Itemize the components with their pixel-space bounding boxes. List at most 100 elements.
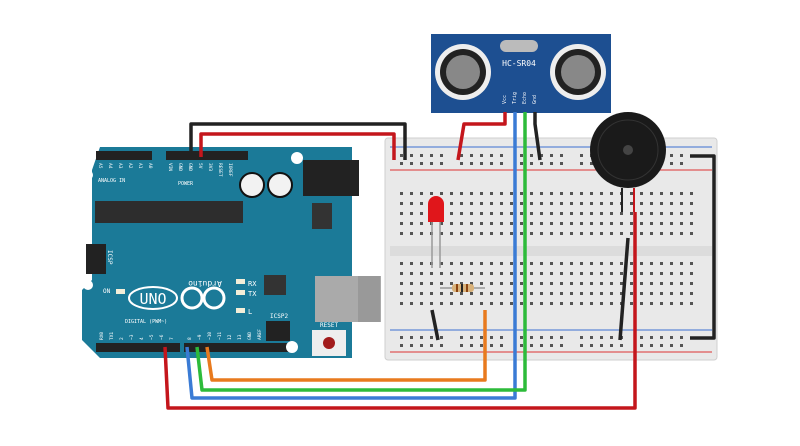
breadboard-hole[interactable] [540,262,543,265]
breadboard-hole[interactable] [610,262,613,265]
breadboard-hole[interactable] [680,222,683,225]
breadboard-hole[interactable] [650,292,653,295]
breadboard-hole[interactable] [410,202,413,205]
breadboard-hole[interactable] [420,232,423,235]
breadboard-hole[interactable] [690,272,693,275]
breadboard-hole[interactable] [560,222,563,225]
breadboard-hole[interactable] [460,212,463,215]
breadboard-hole[interactable] [500,162,503,165]
breadboard-hole[interactable] [590,336,593,339]
breadboard-hole[interactable] [680,336,683,339]
breadboard-hole[interactable] [530,282,533,285]
breadboard-hole[interactable] [600,232,603,235]
breadboard-hole[interactable] [560,282,563,285]
breadboard-hole[interactable] [480,262,483,265]
breadboard-hole[interactable] [460,192,463,195]
breadboard-hole[interactable] [680,302,683,305]
breadboard-hole[interactable] [580,336,583,339]
breadboard-hole[interactable] [570,262,573,265]
breadboard-hole[interactable] [490,202,493,205]
breadboard-hole[interactable] [680,282,683,285]
breadboard-hole[interactable] [620,232,623,235]
breadboard-hole[interactable] [500,212,503,215]
breadboard-hole[interactable] [550,212,553,215]
breadboard-hole[interactable] [610,232,613,235]
breadboard-hole[interactable] [600,202,603,205]
breadboard-hole[interactable] [670,162,673,165]
breadboard-hole[interactable] [590,202,593,205]
breadboard-hole[interactable] [530,292,533,295]
breadboard-hole[interactable] [560,232,563,235]
breadboard-hole[interactable] [500,222,503,225]
breadboard-hole[interactable] [540,222,543,225]
breadboard-hole[interactable] [660,192,663,195]
breadboard-hole[interactable] [680,344,683,347]
wire-black-sensor-gnd[interactable] [533,112,542,161]
breadboard-hole[interactable] [510,302,513,305]
breadboard-hole[interactable] [550,302,553,305]
breadboard-hole[interactable] [690,232,693,235]
breadboard-hole[interactable] [490,272,493,275]
breadboard-hole[interactable] [550,272,553,275]
breadboard-hole[interactable] [490,192,493,195]
breadboard-hole[interactable] [440,222,443,225]
breadboard-hole[interactable] [530,344,533,347]
breadboard-hole[interactable] [460,272,463,275]
breadboard-hole[interactable] [550,262,553,265]
breadboard-hole[interactable] [670,212,673,215]
breadboard-hole[interactable] [520,212,523,215]
wire-black-led-gnd[interactable] [430,309,440,341]
breadboard-hole[interactable] [590,282,593,285]
breadboard-hole[interactable] [500,192,503,195]
breadboard-hole[interactable] [610,202,613,205]
wire-black-buzzer-gnd[interactable] [618,237,630,341]
breadboard-hole[interactable] [640,262,643,265]
breadboard-hole[interactable] [440,262,443,265]
wire-red-5v[interactable] [199,132,396,160]
breadboard-hole[interactable] [430,282,433,285]
breadboard-hole[interactable] [650,344,653,347]
breadboard-hole[interactable] [560,344,563,347]
breadboard-hole[interactable] [580,282,583,285]
breadboard-hole[interactable] [460,336,463,339]
breadboard-hole[interactable] [460,232,463,235]
breadboard-hole[interactable] [540,272,543,275]
breadboard-hole[interactable] [500,202,503,205]
breadboard-hole[interactable] [680,212,683,215]
breadboard-hole[interactable] [670,192,673,195]
wire-red-buzzer[interactable] [163,212,637,410]
breadboard-hole[interactable] [650,202,653,205]
breadboard-hole[interactable] [610,272,613,275]
breadboard-hole[interactable] [590,222,593,225]
breadboard-hole[interactable] [470,162,473,165]
breadboard-hole[interactable] [550,232,553,235]
breadboard-hole[interactable] [420,162,423,165]
breadboard-hole[interactable] [580,192,583,195]
reset-button[interactable] [323,337,335,349]
breadboard-hole[interactable] [460,292,463,295]
breadboard-hole[interactable] [500,282,503,285]
breadboard-hole[interactable] [400,292,403,295]
breadboard-hole[interactable] [690,202,693,205]
breadboard-hole[interactable] [580,222,583,225]
breadboard-hole[interactable] [660,262,663,265]
breadboard-hole[interactable] [660,222,663,225]
breadboard-hole[interactable] [670,282,673,285]
breadboard-hole[interactable] [440,232,443,235]
breadboard-hole[interactable] [400,336,403,339]
breadboard-hole[interactable] [420,292,423,295]
breadboard-hole[interactable] [510,272,513,275]
breadboard-hole[interactable] [590,212,593,215]
breadboard-hole[interactable] [600,222,603,225]
breadboard-hole[interactable] [530,212,533,215]
breadboard-hole[interactable] [480,202,483,205]
breadboard-hole[interactable] [430,192,433,195]
breadboard-hole[interactable] [550,162,553,165]
breadboard-hole[interactable] [660,272,663,275]
breadboard-hole[interactable] [450,202,453,205]
breadboard-hole[interactable] [430,336,433,339]
breadboard-hole[interactable] [550,192,553,195]
breadboard-hole[interactable] [440,162,443,165]
wire-orange-led[interactable] [205,310,487,382]
breadboard-hole[interactable] [520,222,523,225]
